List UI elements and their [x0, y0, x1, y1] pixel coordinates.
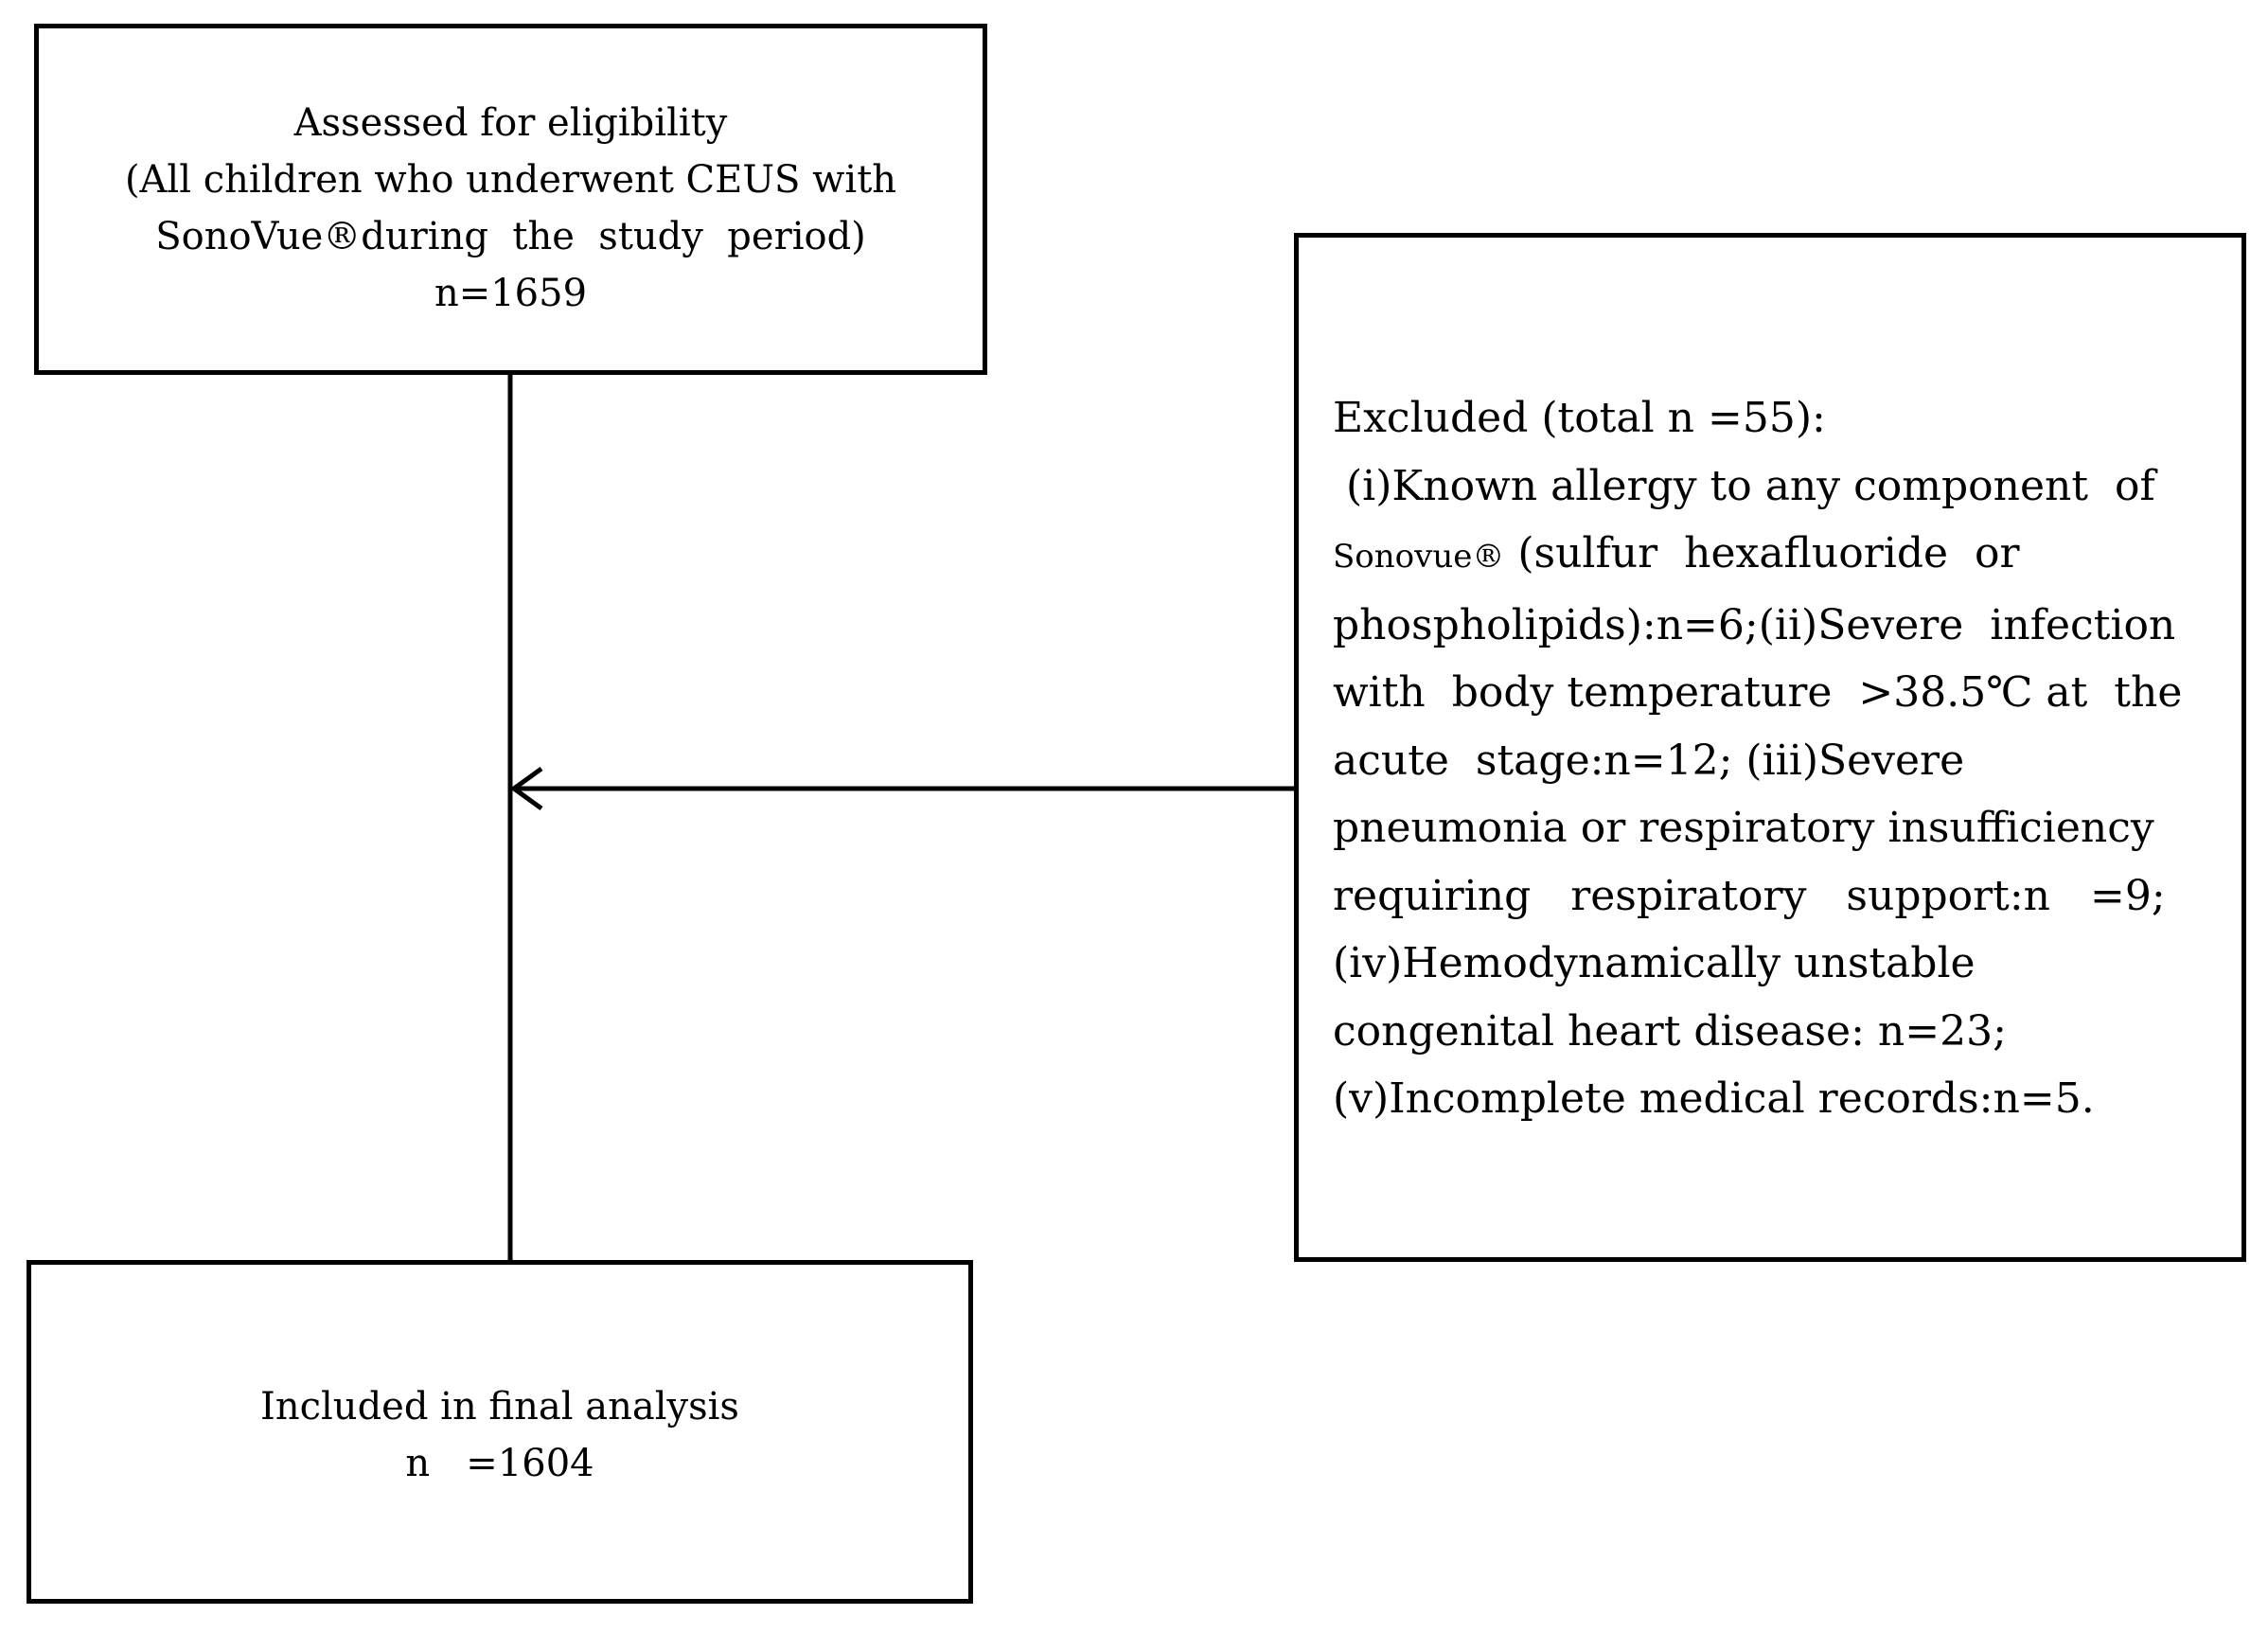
excluded-criterion-line-8: (iv)Hemodynamically unstable [1333, 939, 1976, 987]
included-title: Included in final analysis [260, 1385, 739, 1429]
included-count: n =1604 [405, 1442, 594, 1485]
exclusion-arrowhead [509, 766, 543, 811]
excluded-box-text: Excluded (total n =55): (i)Known allergy… [1333, 384, 2204, 1133]
excluded-criterion-line-9: congenital heart disease: n=23; [1333, 1006, 2007, 1056]
included-in-analysis-box: Included in final analysis n =1604 [27, 1260, 973, 1604]
excluded-criterion-line-4: with body temperature >38.5℃ at the [1333, 668, 2183, 717]
assessed-title: Assessed for eligibility [293, 101, 728, 145]
excluded-criterion-line-5: acute stage:n=12; (iii)Severe [1333, 736, 1965, 785]
excluded-title: Excluded (total n =55): [1333, 394, 1826, 442]
excluded-criterion-line-10: (v)Incomplete medical records:n=5. [1333, 1074, 2095, 1123]
assessed-description-line-1: (All children who underwent CEUS with [124, 158, 897, 202]
excluded-criterion-line-6: pneumonia or respiratory insufficiency [1333, 804, 2154, 852]
assessed-box-text: Assessed for eligibility (All children w… [39, 95, 983, 322]
excluded-box: Excluded (total n =55): (i)Known allergy… [1294, 233, 2246, 1262]
assessed-description-line-2: SonoVue®during the study period) [155, 215, 866, 258]
sonovue-label: Sonovue® [1333, 538, 1505, 576]
excluded-criterion-line-7: requiring respiratory support:n =9; [1333, 871, 2166, 920]
excluded-criterion-line-3: phospholipids):n=6;(ii)Severe infection [1333, 600, 2176, 649]
excluded-criterion-line-1: (i)Known allergy to any component of [1333, 461, 2155, 510]
excluded-criterion-line-2-rest: (sulfur hexafluoride or [1504, 529, 2020, 577]
assessed-for-eligibility-box: Assessed for eligibility (All children w… [34, 24, 987, 375]
assessed-count: n=1659 [434, 272, 588, 315]
included-box-text: Included in final analysis n =1604 [31, 1378, 968, 1492]
excluded-criterion-line-2: Sonovue® (sulfur hexafluoride or [1333, 520, 2204, 592]
